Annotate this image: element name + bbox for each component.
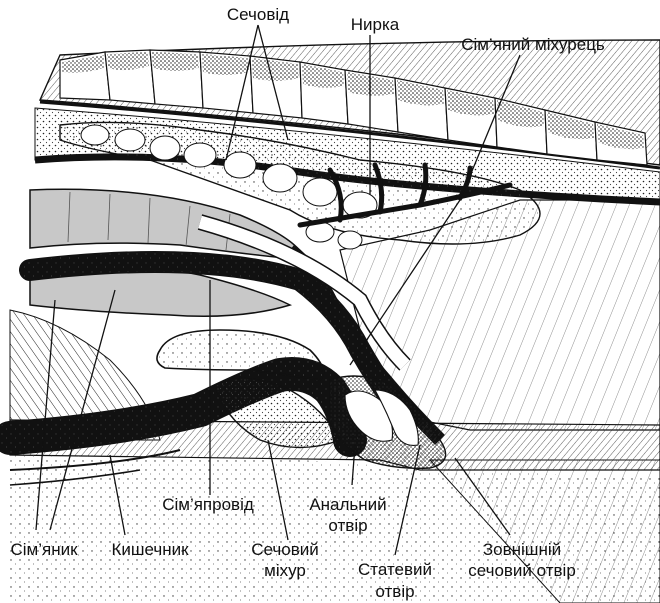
label-kidney: Нирка (351, 15, 400, 34)
label-anal-opening-line2: отвір (328, 516, 367, 535)
label-intestine: Кишечник (111, 540, 189, 559)
label-external-urinary-opening-line1: Зовнішній (483, 540, 561, 559)
label-vas-deferens: Сім’япровід (162, 495, 254, 514)
label-genital-opening-line2: отвір (375, 582, 414, 601)
label-seminal-vesicle: Сім’яний міхурець (461, 35, 605, 54)
label-external-urinary-opening-line2: сечовий отвір (468, 561, 576, 580)
label-testis: Сім’яник (10, 540, 78, 559)
label-anal-opening-line1: Анальний (309, 495, 386, 514)
label-bladder-line2: міхур (264, 561, 306, 580)
label-ureter: Сечовід (227, 5, 289, 24)
label-bladder-line1: Сечовий (251, 540, 319, 559)
label-genital-opening-line1: Статевий (358, 560, 432, 579)
